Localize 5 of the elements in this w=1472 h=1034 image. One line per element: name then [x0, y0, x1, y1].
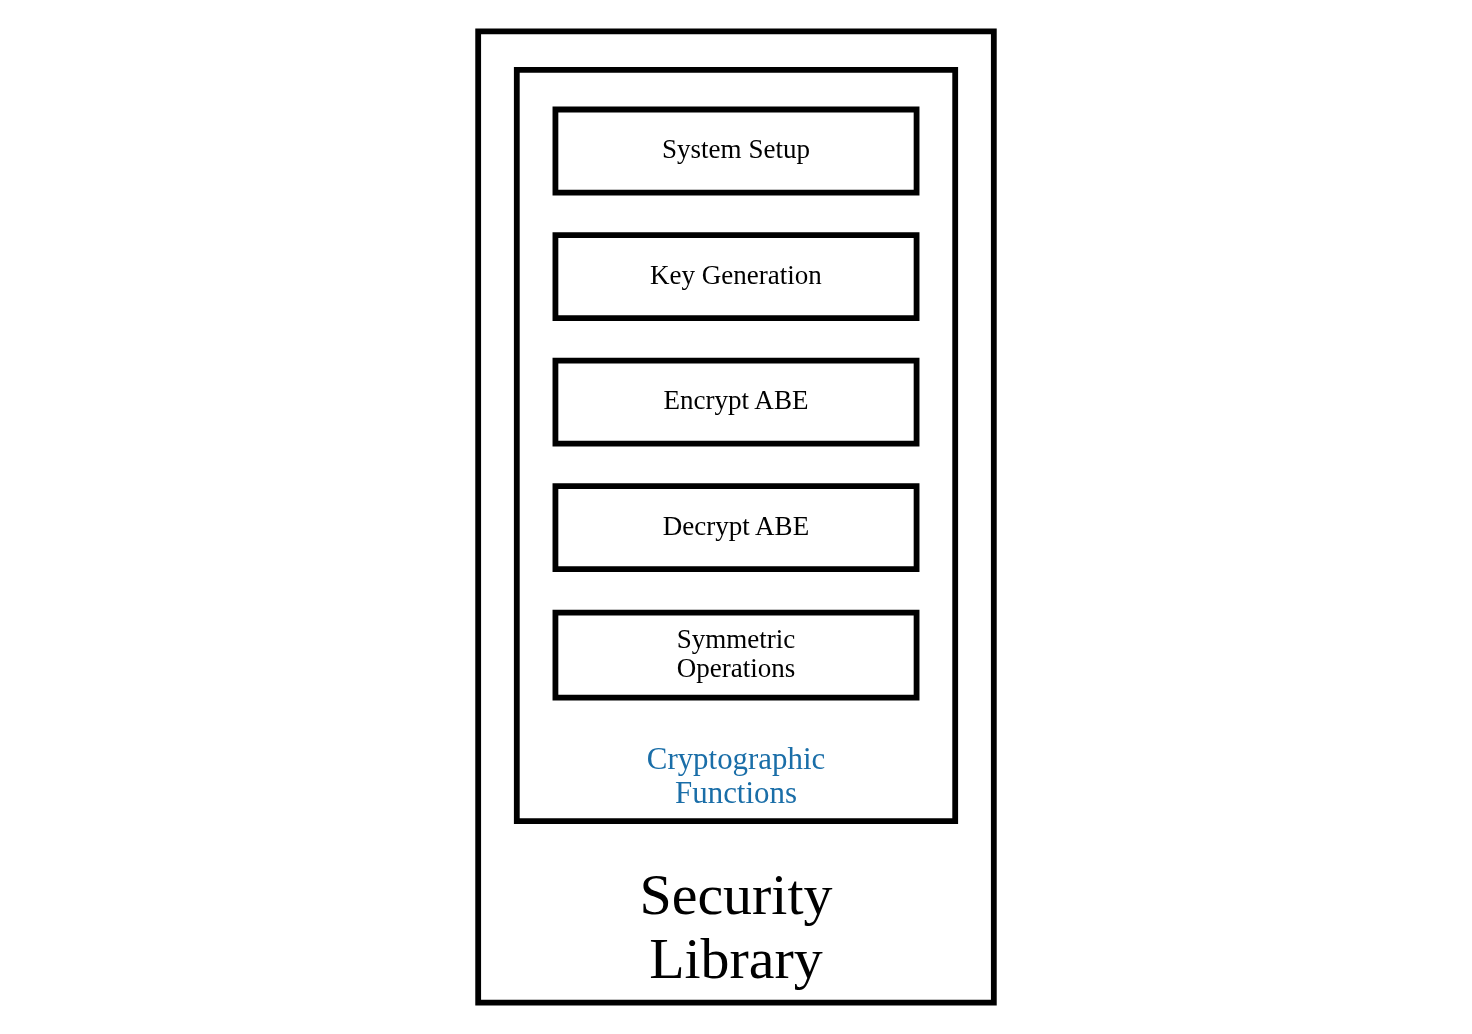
- node-box: Encrypt ABE: [552, 357, 920, 447]
- node-box: Key Generation: [552, 232, 920, 321]
- node-box: Symmetric Operations: [552, 609, 920, 701]
- node-box: Decrypt ABE: [552, 483, 920, 573]
- node-box: System Setup: [552, 106, 920, 196]
